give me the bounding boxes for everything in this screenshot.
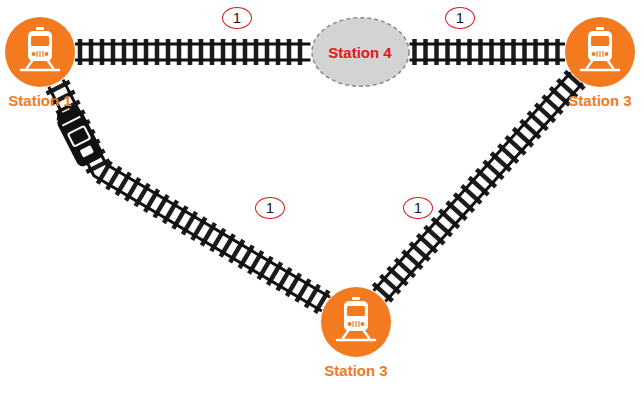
railway-track — [410, 39, 566, 65]
station-hub: Station 4 — [311, 17, 410, 87]
station-name-group: Station 1 — [8, 92, 71, 109]
station-name: Station 3 — [324, 362, 387, 379]
station-node: Station 3 — [565, 17, 635, 87]
train-icon — [565, 17, 635, 87]
track-number: 1 — [255, 197, 285, 219]
station-name-group: Station 3 — [324, 362, 387, 379]
station-name: Station 4 — [328, 44, 391, 61]
track-number: 1 — [222, 7, 252, 29]
station-name: Station 3 — [568, 92, 631, 109]
railway-track — [373, 71, 584, 301]
station-name-group: Station 3 — [568, 92, 631, 109]
track-number: 1 — [445, 7, 475, 29]
railway-track — [47, 80, 331, 313]
station-node: Station 3 — [321, 287, 391, 357]
locomotive — [52, 100, 105, 168]
train-icon — [321, 287, 391, 357]
station-node: Station 1 — [5, 17, 75, 87]
station-name: Station 1 — [8, 92, 71, 109]
track-number: 1 — [403, 197, 433, 219]
railway-track — [75, 39, 311, 65]
train-icon — [5, 17, 75, 87]
